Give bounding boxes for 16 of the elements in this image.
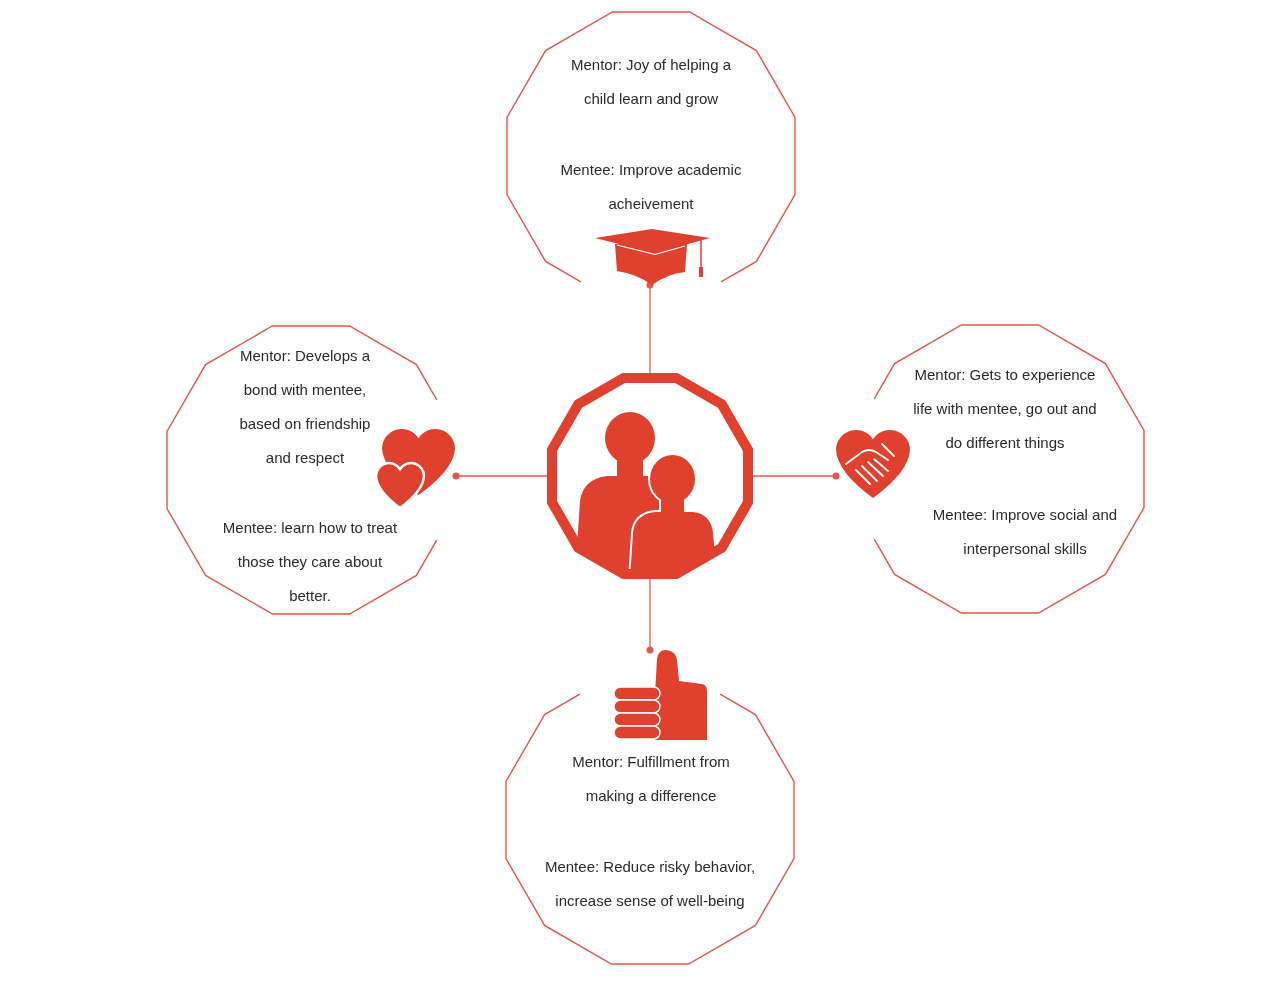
description-text: Mentor: Gets to experience life with mentee, go out and do different things: [912, 365, 1098, 453]
description-text: Mentor: Fulfillment from making a difference: [571, 752, 731, 806]
description-text: Mentor: Joy of helping a child learn and grow: [569, 55, 733, 109]
description-text: Mentee: learn how to treat those they care about better.: [221, 518, 399, 606]
dodecagon-panel: [836, 325, 1144, 613]
dodecagon-panel: [167, 326, 456, 614]
description-text: Mentee: Improve social and interpersonal skills: [931, 505, 1119, 559]
dodecagon-panel: [507, 12, 795, 285]
description-text: Mentee: Improve academic acheivement: [559, 160, 743, 214]
description-text: Mentee: Reduce risky behavior, increase sense of well-being: [543, 857, 757, 911]
dodecagon-panel: [506, 650, 794, 964]
connector-line: [452, 472, 548, 480]
connector-line: [646, 281, 654, 374]
people-icon: [547, 373, 753, 579]
connector-line: [752, 472, 840, 480]
description-text: Mentor: Develops a bond with mentee, based on friendship and respect: [238, 346, 372, 468]
